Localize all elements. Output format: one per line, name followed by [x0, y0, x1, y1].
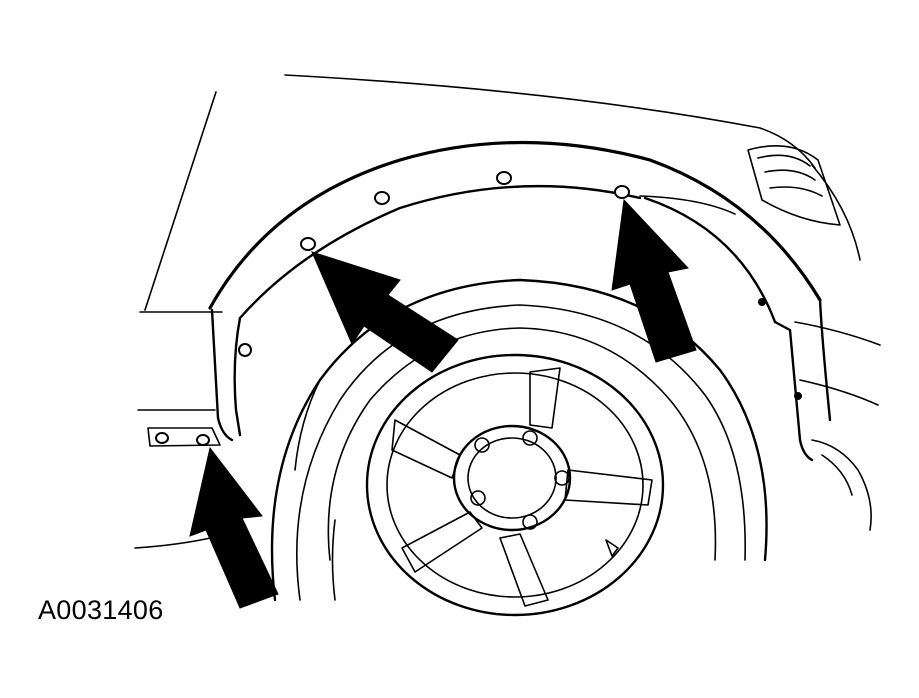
tail-lamp — [747, 144, 841, 226]
wheel-opening-molding — [147, 140, 872, 531]
clip-icon — [300, 237, 316, 251]
clip-icon — [758, 298, 766, 306]
clip-icon — [196, 434, 210, 446]
body-outline — [134, 74, 881, 549]
arrow-icon — [189, 446, 279, 609]
molding-clips — [155, 171, 802, 446]
clip-icon — [614, 185, 630, 199]
clip-icon — [794, 392, 802, 400]
wheel-rim — [365, 353, 665, 617]
callout-arrows — [189, 198, 697, 609]
tire — [270, 278, 768, 602]
arrow-icon — [311, 251, 459, 373]
clip-icon — [374, 191, 390, 205]
arrow-icon — [611, 198, 697, 363]
part-number-label: A0031406 — [38, 595, 164, 625]
clip-icon — [238, 343, 252, 357]
clip-icon — [155, 432, 169, 444]
clip-icon — [496, 171, 512, 185]
